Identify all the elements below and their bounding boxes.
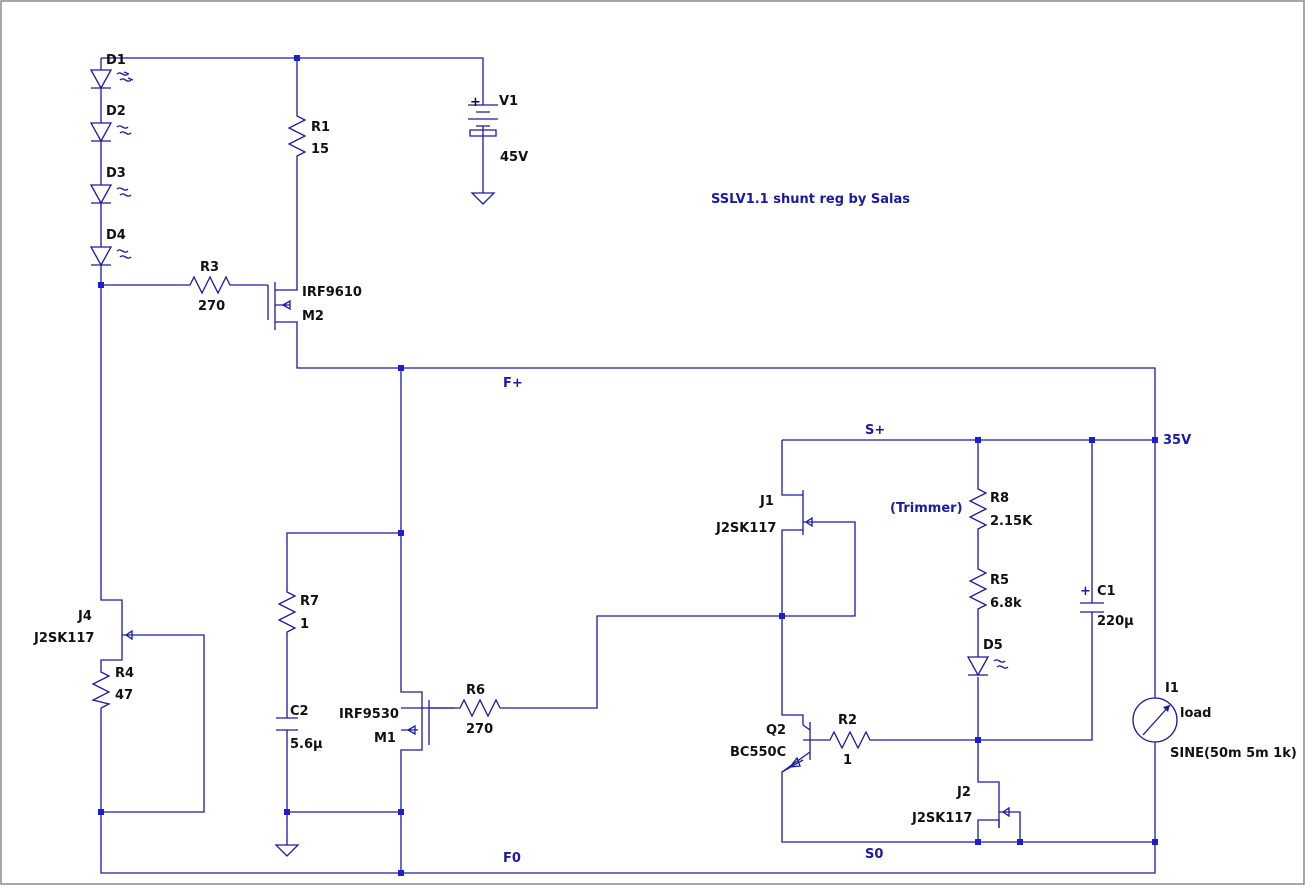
label-r2: R2: [838, 713, 857, 728]
label-r3-value: 270: [198, 299, 225, 314]
resistor-r1[interactable]: [287, 112, 307, 160]
label-m1-value: IRF9530: [339, 707, 399, 722]
ground-symbol-v1: [470, 192, 496, 205]
label-j2-value: J2SK117: [911, 811, 972, 826]
net-labels: F+ S+ 35V F0 S0: [503, 376, 1191, 866]
wires: [100, 57, 1156, 874]
net-label-szero: S0: [865, 847, 883, 862]
label-c2: C2: [290, 704, 309, 719]
label-r7: R7: [300, 594, 319, 609]
resistor-r4[interactable]: [91, 668, 111, 709]
label-d1: D1: [106, 53, 126, 68]
capacitor-plus-sign: +: [1080, 584, 1091, 599]
jfet-j2[interactable]: [998, 788, 1010, 828]
trimmer-note: (Trimmer): [890, 501, 963, 516]
led-d5[interactable]: [966, 656, 1009, 677]
label-r2-value: 1: [843, 753, 852, 768]
battery-plus-sign: +: [470, 95, 481, 110]
label-r4: R4: [115, 666, 134, 681]
label-d4: D4: [106, 228, 126, 243]
mosfet-m2[interactable]: [262, 280, 298, 336]
label-r6: R6: [466, 683, 485, 698]
label-r4-value: 47: [115, 688, 133, 703]
resistor-r5[interactable]: [968, 565, 988, 612]
resistor-r2[interactable]: [825, 730, 875, 750]
net-label-fzero: F0: [503, 851, 521, 866]
label-d5: D5: [983, 638, 1003, 653]
junctions: [98, 55, 1158, 876]
label-m2-value: IRF9610: [302, 285, 362, 300]
label-r8: R8: [990, 491, 1009, 506]
label-c2-value: 5.6µ: [290, 737, 323, 752]
label-m2: M2: [302, 309, 324, 324]
label-j1-value: J2SK117: [715, 521, 776, 536]
label-m1: M1: [374, 731, 396, 746]
label-d2: D2: [106, 104, 126, 119]
net-label-fplus: F+: [503, 376, 523, 391]
label-r1-value: 15: [311, 142, 329, 157]
label-d3: D3: [106, 166, 126, 181]
capacitor-c2[interactable]: [276, 717, 298, 731]
schematic-title: SSLV1.1 shunt reg by Salas: [711, 192, 910, 207]
battery-v1[interactable]: [468, 104, 498, 140]
label-j4: J4: [77, 609, 92, 624]
label-j4-value: J2SK117: [33, 631, 94, 646]
label-r3: R3: [200, 260, 219, 275]
led-d4[interactable]: [89, 246, 132, 267]
label-v1-value: 45V: [500, 150, 528, 165]
net-label-35v: 35V: [1163, 433, 1191, 448]
label-r6-value: 270: [466, 722, 493, 737]
label-c1-value: 220µ: [1097, 614, 1134, 629]
label-c1: C1: [1097, 584, 1116, 599]
resistor-r3[interactable]: [185, 275, 232, 295]
label-q2-value: BC550C: [730, 745, 786, 760]
label-q2: Q2: [766, 723, 786, 738]
net-label-splus: S+: [865, 423, 885, 438]
jfet-j4[interactable]: [121, 612, 133, 654]
resistor-r6[interactable]: [455, 698, 501, 718]
label-i1-spec: SINE(50m 5m 1k): [1170, 746, 1297, 761]
label-r8-value: 2.15K: [990, 514, 1033, 529]
label-j2: J2: [956, 785, 971, 800]
jfet-j1[interactable]: [802, 490, 813, 535]
resistor-r7[interactable]: [277, 588, 297, 635]
current-source-i1[interactable]: [1132, 697, 1178, 842]
ground-symbol-c2: [274, 844, 300, 857]
label-r5: R5: [990, 573, 1009, 588]
label-r1: R1: [311, 120, 330, 135]
component-labels: D1 D2 D3 D4 R1 15 V1 45V + R3 270 IRF961…: [33, 53, 1297, 826]
label-i1: I1: [1165, 681, 1179, 696]
transistor-q2[interactable]: [781, 722, 811, 773]
led-d2[interactable]: [89, 122, 132, 143]
resistor-r8[interactable]: [968, 485, 988, 532]
capacitor-c1[interactable]: [1080, 602, 1104, 650]
led-d1[interactable]: [89, 69, 134, 90]
label-v1: V1: [499, 94, 518, 109]
label-j1: J1: [759, 494, 774, 509]
label-r7-value: 1: [300, 617, 309, 632]
label-r5-value: 6.8k: [990, 596, 1022, 611]
mosfet-m1[interactable]: [401, 700, 455, 745]
label-i1-value: load: [1180, 706, 1211, 721]
led-d3[interactable]: [89, 184, 132, 205]
